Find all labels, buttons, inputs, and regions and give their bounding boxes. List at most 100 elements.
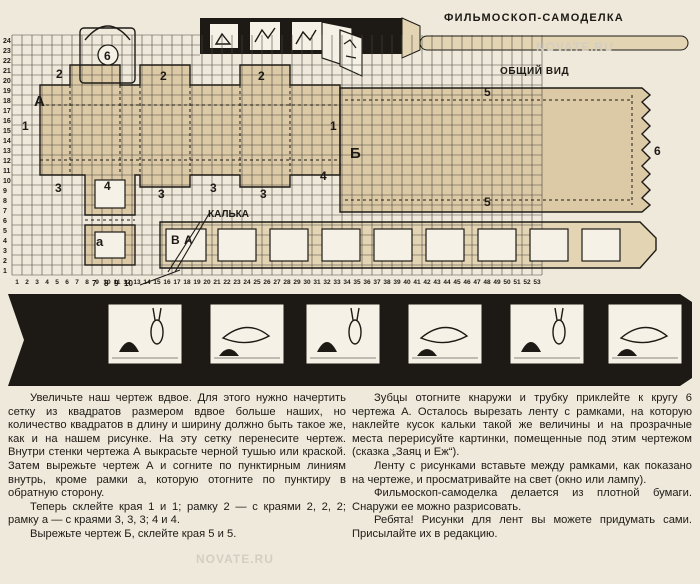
paragraph: Фильмоскоп-самоделка делается из плотной… bbox=[352, 487, 692, 513]
y-tick-label: 9 bbox=[3, 188, 7, 195]
x-tick-label: 22 bbox=[223, 279, 231, 286]
x-tick-label: 3 bbox=[35, 279, 39, 286]
hare-figure bbox=[554, 307, 558, 321]
strip-frame bbox=[269, 228, 309, 262]
paragraph: Ребята! Рисунки для лент вы можете приду… bbox=[352, 514, 692, 540]
strip-frame bbox=[217, 228, 257, 262]
hare-figure bbox=[152, 307, 156, 321]
label-v-mark: В bbox=[171, 233, 180, 247]
label-edge-1-right: 1 bbox=[330, 119, 337, 133]
paragraph: Ленту с рисунками вставьте между рамками… bbox=[352, 459, 692, 486]
instructions-right-column: Зубцы отогните кнаружи и трубку приклейт… bbox=[352, 392, 692, 542]
bottom-mark-9: 9 bbox=[114, 279, 119, 288]
watermark-top: NOVATE.RU bbox=[536, 40, 614, 54]
hare-figure bbox=[150, 319, 164, 345]
hedgehog-figure bbox=[219, 349, 239, 356]
y-tick-label: 4 bbox=[3, 238, 7, 245]
x-tick-label: 18 bbox=[183, 279, 191, 286]
hare-figure bbox=[356, 307, 360, 321]
x-tick-label: 53 bbox=[533, 279, 541, 286]
x-tick-label: 24 bbox=[243, 279, 251, 286]
x-tick-label: 51 bbox=[513, 279, 521, 286]
label-circle-6: 6 bbox=[104, 49, 111, 63]
instructions-left-column: Увеличьте наш чертеж вдвое. Для этого ну… bbox=[8, 392, 346, 542]
y-tick-label: 22 bbox=[3, 58, 11, 65]
film-frame-window bbox=[509, 303, 585, 365]
x-tick-label: 8 bbox=[85, 279, 89, 286]
film-frame bbox=[209, 303, 285, 365]
x-tick-label: 31 bbox=[313, 279, 321, 286]
label-edge-1-left: 1 bbox=[22, 119, 29, 133]
x-tick-label: 12 bbox=[123, 279, 131, 286]
paragraph: Зубцы отогните кнаружи и трубку приклейт… bbox=[352, 392, 692, 459]
x-tick-label: 27 bbox=[273, 279, 281, 286]
paragraph: Вырежьте чертеж Б, склейте края 5 и 5. bbox=[30, 527, 237, 540]
film-frame-window bbox=[305, 303, 381, 365]
circle-6 bbox=[97, 44, 119, 66]
label-tracing: КАЛЬКА bbox=[208, 209, 249, 220]
strip-frame bbox=[581, 228, 621, 262]
x-tick-label: 45 bbox=[453, 279, 461, 286]
x-tick-label: 30 bbox=[303, 279, 311, 286]
x-tick-label: 47 bbox=[473, 279, 481, 286]
hedgehog-figure bbox=[617, 349, 637, 356]
label-edge-4-a: 4 bbox=[104, 179, 111, 193]
x-tick-label: 14 bbox=[143, 279, 151, 286]
x-tick-label: 43 bbox=[433, 279, 441, 286]
bottom-mark-7: 7 bbox=[92, 279, 97, 288]
x-tick-label: 42 bbox=[423, 279, 431, 286]
film-frame bbox=[607, 303, 683, 365]
x-tick-label: 33 bbox=[333, 279, 341, 286]
bottom-mark-10: 10 bbox=[124, 279, 133, 288]
hedgehog-figure bbox=[119, 342, 139, 352]
paragraph: Увеличьте наш чертеж вдвое. Для этого ну… bbox=[8, 392, 346, 500]
y-tick-label: 16 bbox=[3, 118, 11, 125]
x-tick-label: 5 bbox=[55, 279, 59, 286]
general-view-label: ОБЩИЙ ВИД bbox=[500, 66, 570, 77]
bottom-mark-8: 8 bbox=[104, 279, 109, 288]
x-tick-label: 23 bbox=[233, 279, 241, 286]
label-edge-2-a: 2 bbox=[56, 67, 63, 81]
x-tick-label: 15 bbox=[153, 279, 161, 286]
label-edge-3-d: 3 bbox=[260, 187, 267, 201]
x-tick-label: 26 bbox=[263, 279, 271, 286]
y-tick-label: 6 bbox=[3, 218, 7, 225]
label-edge-3-b: 3 bbox=[158, 187, 165, 201]
x-tick-label: 41 bbox=[413, 279, 421, 286]
hare-figure bbox=[619, 326, 669, 344]
part-b-outline bbox=[339, 87, 652, 213]
strip-frame bbox=[321, 228, 361, 262]
hare-figure bbox=[221, 326, 271, 344]
label-b-part: Б bbox=[350, 145, 361, 162]
y-tick-label: 12 bbox=[3, 158, 11, 165]
label-edge-4-b: 4 bbox=[320, 169, 327, 183]
label-a-part: А bbox=[34, 93, 45, 110]
y-tick-label: 10 bbox=[3, 178, 11, 185]
x-tick-label: 44 bbox=[443, 279, 451, 286]
part-a-fold-lines bbox=[40, 85, 340, 221]
y-tick-label: 8 bbox=[3, 198, 7, 205]
film-frame bbox=[509, 303, 585, 365]
x-tick-label: 50 bbox=[503, 279, 511, 286]
x-tick-label: 19 bbox=[193, 279, 201, 286]
x-tick-label: 10 bbox=[103, 279, 111, 286]
film-frame bbox=[407, 303, 483, 365]
label-a-mark: А bbox=[184, 233, 193, 247]
x-tick-label: 13 bbox=[133, 279, 141, 286]
hedgehog-figure bbox=[521, 342, 541, 352]
label-edge-5-top: 5 bbox=[484, 85, 491, 99]
label-frame-a: а bbox=[96, 234, 104, 249]
strip-frame bbox=[373, 228, 413, 262]
strip-frame bbox=[529, 228, 569, 262]
x-tick-label: 6 bbox=[65, 279, 69, 286]
hare-figure bbox=[560, 307, 564, 321]
hare-figure bbox=[158, 307, 162, 321]
y-tick-label: 1 bbox=[3, 268, 7, 275]
x-tick-label: 46 bbox=[463, 279, 471, 286]
hare-figure bbox=[348, 319, 362, 345]
y-tick-label: 14 bbox=[3, 138, 11, 145]
x-tick-label: 48 bbox=[483, 279, 491, 286]
